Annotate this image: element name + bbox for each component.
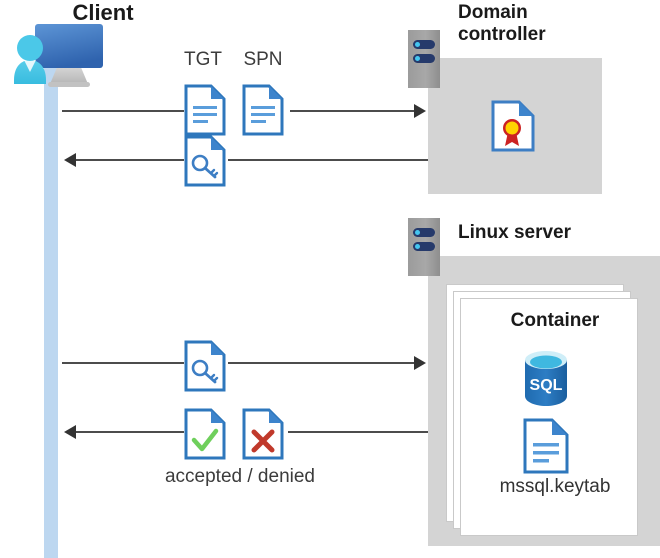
- document-key-icon: [184, 340, 226, 392]
- linux-server-title: Linux server: [458, 222, 571, 243]
- rack-bar: [413, 40, 435, 49]
- rack-led: [415, 244, 420, 249]
- flow-line-linux-to-client-left: [76, 431, 184, 433]
- domain-controller-title-line2: controller: [458, 24, 546, 46]
- server-rack-icon: [408, 30, 440, 88]
- sql-database-icon: SQL: [519, 348, 573, 410]
- tgt-label: TGT: [184, 49, 222, 70]
- accepted-denied-label: accepted / denied: [164, 466, 315, 487]
- keytab-file-label: mssql.keytab: [499, 476, 611, 497]
- flow-line-client-to-dc-right: [290, 110, 414, 112]
- container-card-front: [460, 298, 638, 536]
- document-key-icon: [184, 135, 226, 187]
- rack-bar: [413, 54, 435, 63]
- domain-controller-title-line1: Domain: [458, 2, 528, 23]
- certificate-document-icon: [491, 100, 535, 152]
- server-rack-icon: [408, 218, 440, 276]
- flow-line-dc-to-client-left: [76, 159, 184, 161]
- rack-bar: [413, 228, 435, 237]
- domain-controller-title: Domain controller: [458, 2, 628, 47]
- spn-label: SPN: [243, 49, 283, 70]
- flow-line-client-to-linux-left: [62, 362, 184, 364]
- svg-text:SQL: SQL: [530, 377, 563, 394]
- rack-led: [415, 56, 420, 61]
- document-cross-icon: [242, 408, 284, 460]
- arrowhead-client-to-linux: [414, 356, 426, 370]
- flow-line-client-to-linux-right: [228, 362, 414, 364]
- flow-line-linux-to-client-right: [288, 431, 428, 433]
- keytab-document-icon: [523, 418, 569, 474]
- client-workstation-icon: [8, 22, 126, 90]
- rack-led: [415, 42, 420, 47]
- flow-line-client-to-dc-left: [62, 110, 184, 112]
- arrowhead-client-to-dc: [414, 104, 426, 118]
- document-check-icon: [184, 408, 226, 460]
- spn-document-icon: [242, 84, 284, 136]
- flow-line-dc-to-client-right: [228, 159, 428, 161]
- arrowhead-linux-to-client: [64, 425, 76, 439]
- container-title: Container: [510, 310, 600, 331]
- page-title-client: Client: [72, 0, 134, 25]
- arrowhead-dc-to-client: [64, 153, 76, 167]
- client-lifeline: [44, 60, 58, 558]
- rack-led: [415, 230, 420, 235]
- tgt-document-icon: [184, 84, 226, 136]
- rack-bar: [413, 242, 435, 251]
